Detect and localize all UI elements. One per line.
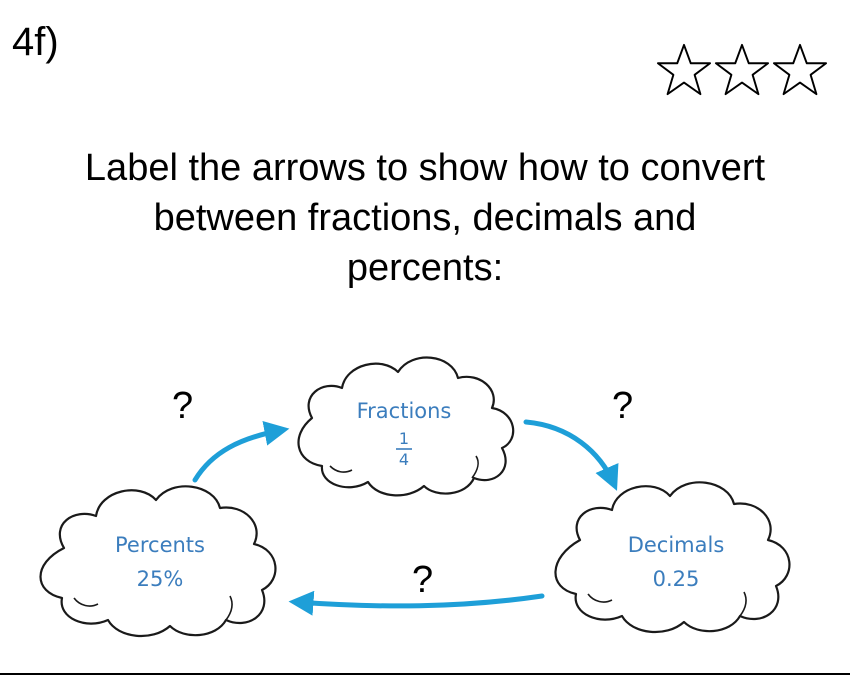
bottom-divider [0,673,850,675]
percents-value: 25% [137,567,184,591]
cloud-decimals: Decimals 0.25 [554,481,791,634]
arrow-label-decimals-to-percents: ? [412,559,433,601]
cloud-fractions: Fractions 1 4 [297,356,515,497]
star-outline-icon [656,43,712,96]
decimals-title: Decimals [628,533,725,557]
question-number: 4f) [12,20,59,64]
cloud-shape [297,356,515,497]
fraction-denominator: 4 [399,450,409,469]
arrow-label-fractions-to-decimals: ? [612,385,633,427]
percents-title: Percents [115,533,205,557]
star-outline-icon [772,43,828,96]
decimals-value: 0.25 [653,567,700,591]
prompt-line: between fractions, decimals and [153,197,697,239]
fractions-title: Fractions [357,399,452,423]
arrow-fractions-to-decimals [523,419,619,491]
star-outline-icon [714,43,770,96]
cloud-shape [39,485,277,638]
prompt-line: percents: [346,247,504,289]
cloud-shape [554,481,791,634]
question-prompt: Label the arrows to show how to convert … [0,143,850,293]
arrow-decimals-to-percents [288,590,545,616]
cloud-percents: Percents 25% [39,485,277,638]
arrow-percents-to-fractions [192,420,290,483]
prompt-line: Label the arrows to show how to convert [84,147,766,189]
difficulty-stars [655,42,829,98]
fraction-numerator: 1 [399,429,409,448]
arrow-label-percents-to-fractions: ? [172,385,193,427]
